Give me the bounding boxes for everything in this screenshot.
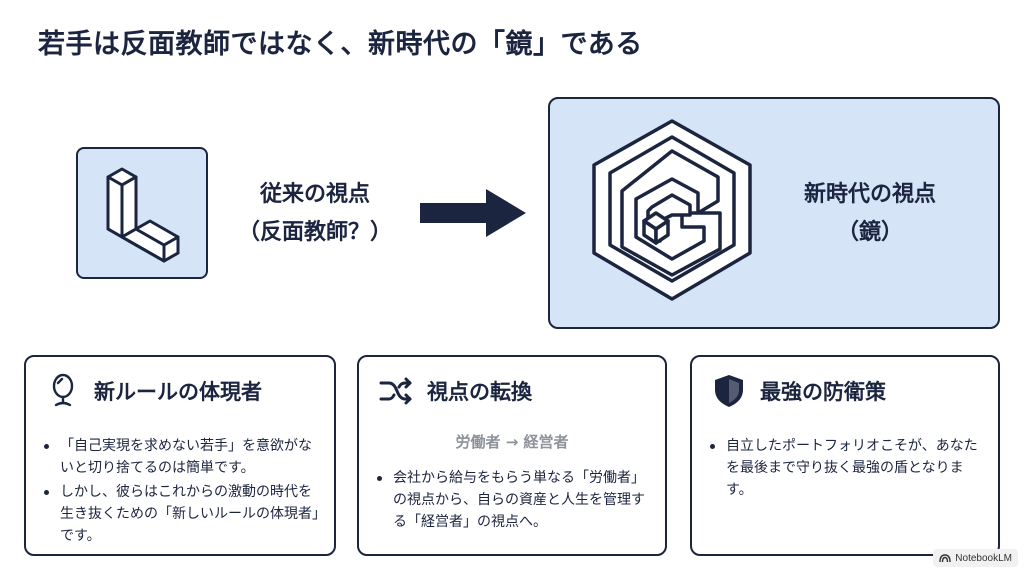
old-view-box [76,147,208,279]
card-header: 最強の防衛策 [710,371,886,411]
new-view-box [548,97,1000,329]
card-defense: 最強の防衛策 自立したポートフォリオこそが、あなたを最後まで守り抜く最強の盾とな… [690,355,1000,556]
card-header: 新ルールの体現者 [44,371,262,411]
old-view-label: 従来の視点 （反面教師？） [230,176,400,252]
bullet-item: 自立したポートフォリオこそが、あなたを最後まで守り抜く最強の盾となります。 [706,435,984,501]
bullet-item: しかし、彼らはこれからの激動の時代を生き抜くための「新しいルールの体現者」です。 [40,481,320,547]
notebooklm-logo-icon [939,554,951,563]
page-title: 若手は反面教師ではなく、新時代の「鏡」である [38,29,643,60]
bullet-item: 「自己実現を求めない若手」を意欲がないと切り捨てるのは簡単です。 [40,435,320,479]
impossible-cube-icon [592,119,752,301]
card-new-rule: 新ルールの体現者 「自己実現を求めない若手」を意欲がないと切り捨てるのは簡単です… [24,355,336,556]
mirror-icon [52,373,74,407]
watermark-text: NotebookLM [955,552,1012,564]
card-bullets: 会社から給与をもらう単なる「労働者」の視点から、自らの資産と人生を管理する「経営… [373,467,651,535]
card-title: 最強の防衛策 [760,380,886,404]
new-view-line1: 新時代の視点 [803,182,936,207]
card-title: 新ルールの体現者 [94,380,262,404]
card-bullets: 「自己実現を求めない若手」を意欲がないと切り捨てるのは簡単です。 しかし、彼らは… [40,435,320,549]
card-perspective-shift: 視点の転換 労働者 → 経営者 会社から給与をもらう単なる「労働者」の視点から、… [357,355,667,556]
card-subtitle: 労働者 → 経営者 [455,433,569,451]
notebooklm-watermark: NotebookLM [933,549,1018,567]
old-view-line1: 従来の視点 [259,182,370,207]
new-view-line2: （鏡） [836,220,903,245]
card-bullets: 自立したポートフォリオこそが、あなたを最後まで守り抜く最強の盾となります。 [706,435,984,503]
shuffle-icon [379,377,412,405]
old-view-line2: （反面教師？） [237,220,392,245]
new-view-label: 新時代の視点 （鏡） [770,176,970,252]
card-header: 視点の転換 [377,371,532,411]
shield-icon [715,375,743,407]
transition-arrow-icon [420,189,526,237]
card-title: 視点の転換 [427,380,532,404]
bullet-item: 会社から給与をもらう単なる「労働者」の視点から、自らの資産と人生を管理する「経営… [373,467,651,533]
l-shape-block-icon [106,167,180,263]
